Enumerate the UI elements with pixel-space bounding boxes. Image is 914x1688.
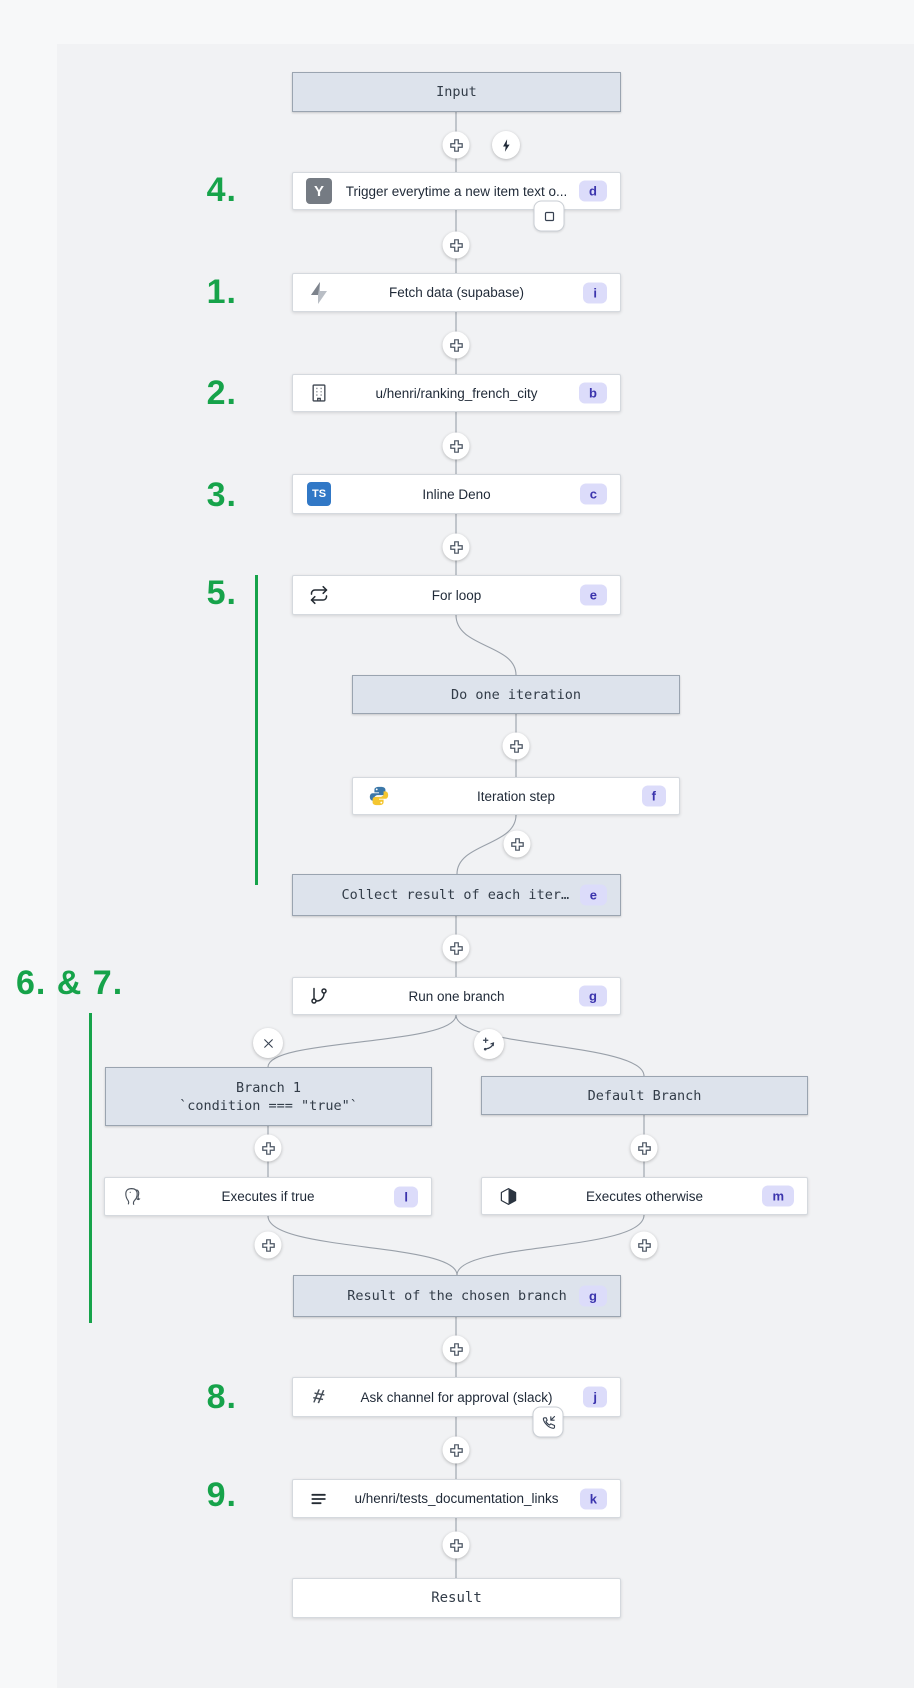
supabase-bolt-icon bbox=[306, 280, 332, 306]
node-ranking-script-label: u/henri/ranking_french_city bbox=[375, 385, 538, 401]
annotation-line-5 bbox=[255, 575, 258, 885]
postgresql-icon bbox=[118, 1184, 144, 1210]
node-run-one-branch-label: Run one branch bbox=[408, 988, 505, 1004]
node-run-one-branch[interactable]: Run one branch g bbox=[292, 977, 621, 1015]
building-icon bbox=[306, 380, 332, 406]
add-branch-button[interactable] bbox=[474, 1029, 504, 1059]
node-fetch-data-label: Fetch data (supabase) bbox=[388, 285, 525, 300]
node-slack-approval-badge: j bbox=[583, 1386, 607, 1408]
node-executes-otherwise[interactable]: Executes otherwise m bbox=[481, 1177, 808, 1215]
remove-branch-button[interactable] bbox=[253, 1028, 283, 1058]
add-step-button[interactable] bbox=[630, 1231, 658, 1259]
hackernews-icon: Y bbox=[306, 178, 332, 204]
cube-icon bbox=[495, 1183, 521, 1209]
node-trigger[interactable]: Y Trigger everytime a new item text o...… bbox=[292, 172, 621, 210]
add-step-button[interactable] bbox=[442, 934, 470, 962]
trigger-bolt-button[interactable] bbox=[492, 131, 520, 159]
node-ranking-script[interactable]: u/henri/ranking_french_city b bbox=[292, 374, 621, 412]
add-step-button[interactable] bbox=[442, 131, 470, 159]
annotation-9: 9. bbox=[206, 1476, 237, 1514]
node-executes-if-true-label: Executes if true bbox=[221, 1189, 315, 1204]
add-step-button[interactable] bbox=[442, 231, 470, 259]
node-fetch-data[interactable]: Fetch data (supabase) i bbox=[292, 273, 621, 312]
annotation-2: 2. bbox=[206, 374, 237, 412]
node-default-branch-label: Default Branch bbox=[587, 1087, 702, 1104]
annotation-1: 1. bbox=[206, 273, 237, 311]
node-ranking-script-badge: b bbox=[579, 382, 607, 404]
add-step-button[interactable] bbox=[442, 533, 470, 561]
add-step-button[interactable] bbox=[254, 1231, 282, 1259]
node-do-one-iteration[interactable]: Do one iteration bbox=[352, 675, 680, 714]
node-for-loop-badge: e bbox=[579, 584, 607, 606]
node-iteration-step-label: Iteration step bbox=[476, 788, 556, 804]
node-collect-result[interactable]: Collect result of each iteration e bbox=[292, 874, 621, 916]
add-step-button[interactable] bbox=[502, 732, 530, 760]
list-lines-icon bbox=[306, 1486, 332, 1512]
node-tests-documentation-badge: k bbox=[579, 1488, 607, 1509]
node-result[interactable]: Result bbox=[292, 1578, 621, 1618]
add-step-button[interactable] bbox=[442, 432, 470, 460]
git-branch-icon bbox=[306, 983, 332, 1009]
add-step-button[interactable] bbox=[442, 1531, 470, 1559]
node-branch-1[interactable]: Branch 1 `condition === "true"` bbox=[105, 1067, 432, 1126]
slack-icon: # bbox=[311, 1384, 327, 1409]
annotation-8: 8. bbox=[206, 1378, 237, 1416]
node-input[interactable]: Input bbox=[292, 72, 621, 112]
annotation-4: 4. bbox=[206, 171, 237, 209]
node-executes-if-true[interactable]: Executes if true l bbox=[104, 1177, 432, 1216]
node-default-branch[interactable]: Default Branch bbox=[481, 1076, 808, 1115]
annotation-3: 3. bbox=[206, 476, 237, 514]
typescript-icon: TS bbox=[306, 481, 332, 507]
node-branch-1-condition: `condition === "true"` bbox=[179, 1097, 358, 1114]
node-iteration-step-badge: f bbox=[641, 785, 666, 807]
node-result-chosen-branch[interactable]: Result of the chosen branch g bbox=[293, 1275, 621, 1317]
annotation-5: 5. bbox=[206, 574, 237, 612]
node-slack-approval[interactable]: # Ask channel for approval (slack) j bbox=[292, 1377, 621, 1417]
node-executes-otherwise-badge: m bbox=[762, 1185, 794, 1207]
node-tests-documentation[interactable]: u/henri/tests_documentation_links k bbox=[292, 1479, 621, 1518]
add-step-button[interactable] bbox=[442, 1335, 470, 1363]
node-result-label: Result bbox=[431, 1590, 482, 1606]
node-executes-otherwise-label: Executes otherwise bbox=[585, 1188, 704, 1204]
node-iteration-step[interactable]: Iteration step f bbox=[352, 777, 680, 815]
node-fetch-data-badge: i bbox=[583, 282, 607, 303]
node-run-one-branch-badge: g bbox=[579, 985, 607, 1007]
node-trigger-label: Trigger everytime a new item text o... bbox=[345, 183, 568, 199]
node-slack-approval-label: Ask channel for approval (slack) bbox=[360, 1389, 553, 1405]
node-result-chosen-branch-label: Result of the chosen branch bbox=[347, 1288, 567, 1304]
node-result-chosen-branch-badge: g bbox=[579, 1285, 607, 1307]
add-step-button[interactable] bbox=[630, 1134, 658, 1162]
node-inline-deno[interactable]: TS Inline Deno c bbox=[292, 474, 621, 514]
add-step-button[interactable] bbox=[254, 1134, 282, 1162]
node-collect-result-badge: e bbox=[579, 884, 607, 906]
node-for-loop-label: For loop bbox=[431, 587, 482, 603]
node-input-label: Input bbox=[436, 84, 477, 100]
node-executes-if-true-badge: l bbox=[394, 1186, 418, 1207]
annotation-6-7: 6. & 7. bbox=[16, 964, 124, 1002]
node-branch-1-title: Branch 1 bbox=[235, 1079, 302, 1096]
suspend-square-icon[interactable] bbox=[533, 200, 565, 232]
node-collect-result-label: Collect result of each iteration bbox=[341, 887, 572, 903]
repeat-icon bbox=[306, 582, 332, 608]
node-do-one-iteration-label: Do one iteration bbox=[450, 686, 582, 703]
add-step-button[interactable] bbox=[503, 830, 531, 858]
add-step-button[interactable] bbox=[442, 1436, 470, 1464]
node-trigger-badge: d bbox=[579, 180, 607, 202]
node-inline-deno-label: Inline Deno bbox=[422, 486, 491, 502]
node-tests-documentation-label: u/henri/tests_documentation_links bbox=[354, 1491, 559, 1506]
python-icon bbox=[366, 783, 392, 809]
phone-incoming-icon[interactable] bbox=[532, 1406, 564, 1438]
add-step-button[interactable] bbox=[442, 331, 470, 359]
node-for-loop[interactable]: For loop e bbox=[292, 575, 621, 615]
node-inline-deno-badge: c bbox=[579, 483, 607, 505]
annotation-line-6-7 bbox=[89, 1013, 92, 1323]
